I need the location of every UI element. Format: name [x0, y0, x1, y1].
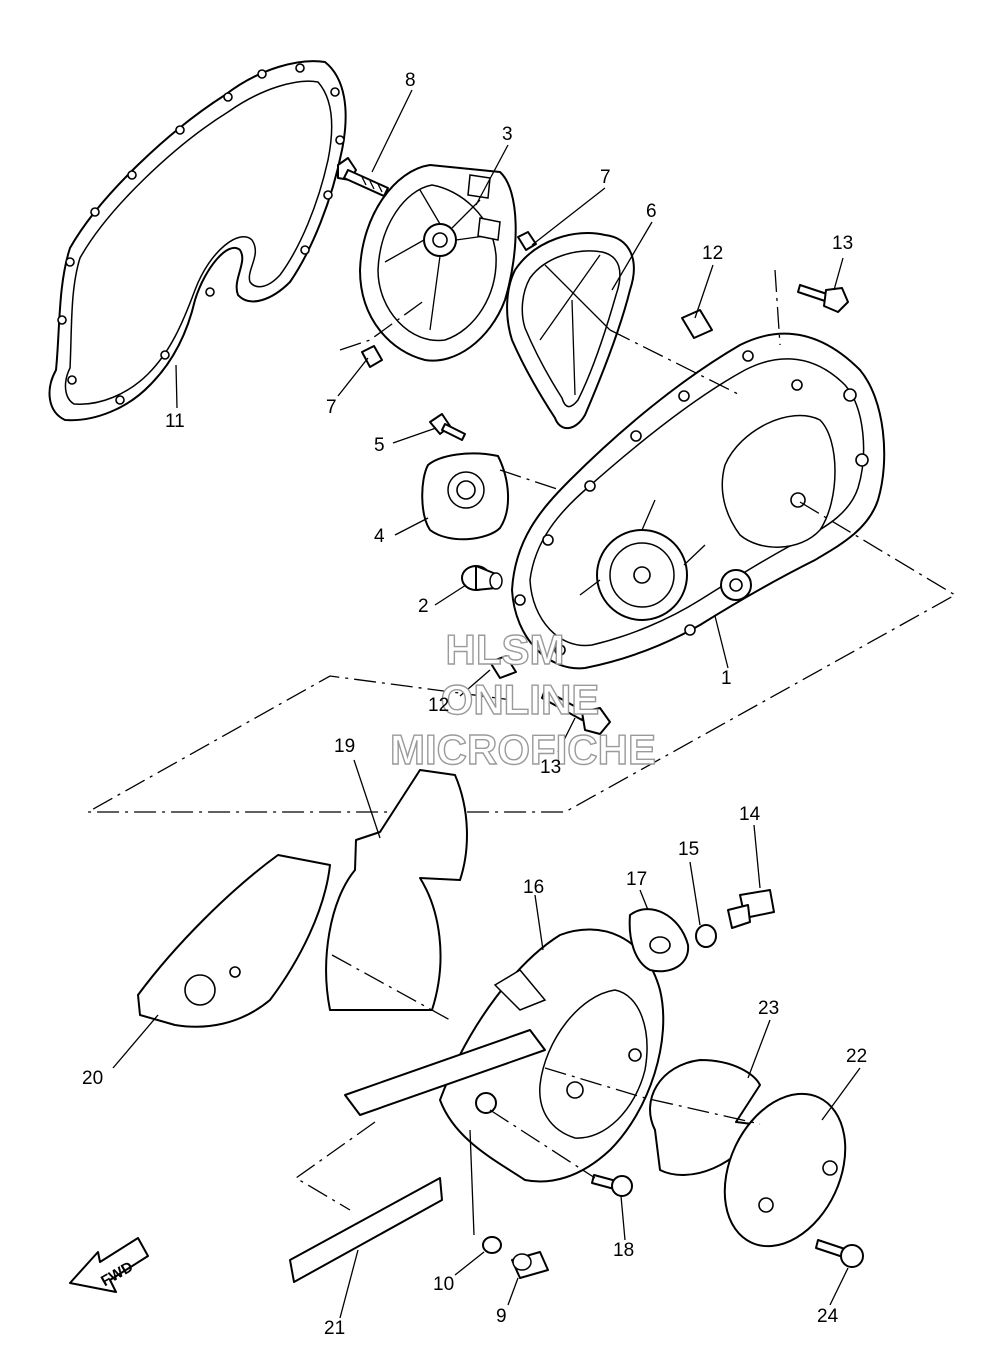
- insulator-panel-19: [325, 769, 468, 1011]
- plug-2: [461, 565, 503, 591]
- insulator-plate-20: [137, 854, 331, 1028]
- callout-1: 1: [721, 668, 732, 689]
- callout-12-upper: 12: [702, 243, 723, 264]
- bracket-17: [628, 908, 690, 973]
- inspection-cap-23: [649, 1059, 761, 1176]
- gasket-bolt-holes: [57, 63, 345, 405]
- callout-5: 5: [374, 435, 385, 456]
- dowel-pin-7-upper: [517, 231, 537, 251]
- callout-4: 4: [374, 526, 385, 547]
- callout-13-upper: 13: [832, 233, 853, 254]
- pump-housing-3: [359, 164, 517, 362]
- forward-direction-arrow: FWD: [69, 1237, 149, 1293]
- callout-3: 3: [502, 124, 513, 145]
- screw-24: [815, 1239, 864, 1268]
- o-ring-15: [695, 924, 717, 948]
- callout-13-lower: 13: [540, 757, 561, 778]
- callout-14: 14: [739, 804, 761, 825]
- watermark-line-2: ONLINE: [441, 676, 600, 723]
- callout-6: 6: [646, 201, 657, 222]
- screw-18: [591, 1174, 633, 1197]
- watermark-line-1: HLSM: [446, 626, 565, 673]
- assembly-lines-top: [85, 269, 957, 813]
- callout-18: 18: [613, 1240, 634, 1261]
- callout-24: 24: [817, 1306, 839, 1327]
- callout-10: 10: [433, 1274, 454, 1295]
- cover-plate-22: [723, 1092, 847, 1248]
- callout-22: 22: [846, 1046, 867, 1067]
- plug-9: [511, 1251, 549, 1279]
- callout-7-lower: 7: [326, 397, 337, 418]
- callout-7-upper: 7: [600, 167, 611, 188]
- crankcase-cover-1: [511, 332, 886, 670]
- callout-leader-lines: [112, 89, 861, 1319]
- callout-2: 2: [418, 596, 429, 617]
- dowel-pin-12-lower: [489, 655, 517, 679]
- callout-16: 16: [523, 877, 544, 898]
- bolt-8: [337, 157, 389, 197]
- watermark: HLSM ONLINE MICROFICHE: [389, 625, 656, 773]
- bolt-13-lower: [541, 689, 611, 735]
- outer-cover-16: [344, 928, 665, 1183]
- o-ring-10: [482, 1236, 502, 1254]
- callout-9: 9: [496, 1306, 507, 1327]
- callout-15: 15: [678, 839, 699, 860]
- callout-12-lower: 12: [428, 695, 449, 716]
- callout-21: 21: [324, 1318, 345, 1339]
- plug-14: [727, 889, 775, 929]
- pump-gasket-6: [506, 232, 635, 430]
- callout-19: 19: [334, 736, 355, 757]
- bolt-5: [429, 413, 466, 441]
- callout-8: 8: [405, 70, 416, 91]
- bolt-13-upper: [797, 284, 849, 313]
- watermark-line-3: MICROFICHE: [390, 726, 656, 773]
- callout-20: 20: [82, 1068, 103, 1089]
- callout-17: 17: [626, 869, 647, 890]
- callout-numbers: 8 3 7 6 12 13 7 11 5 4 2 1 12 13 19 14 1…: [82, 70, 867, 1339]
- cover-bolt-bosses: [514, 350, 754, 656]
- strip-21: [289, 1177, 443, 1283]
- callout-23: 23: [758, 998, 779, 1019]
- callout-11: 11: [165, 411, 185, 432]
- bearing-plate-4: [421, 452, 510, 541]
- crankcase-cover-gasket: [48, 60, 347, 422]
- dowel-pin-12-upper: [681, 309, 713, 339]
- dowel-pin-7-lower: [361, 345, 383, 368]
- assembly-lines-bottom: [294, 954, 761, 1211]
